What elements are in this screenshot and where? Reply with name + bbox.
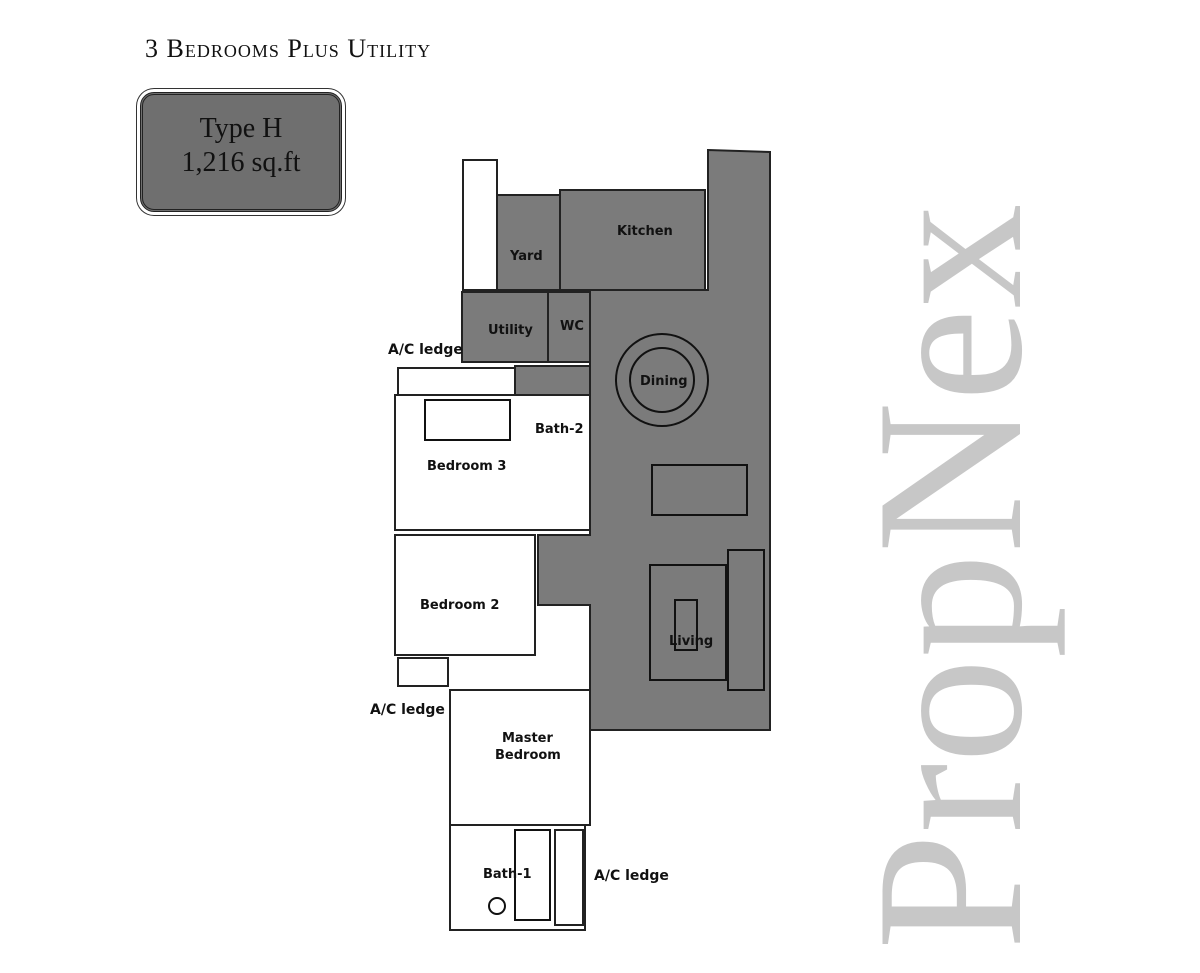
label-bedroom3: Bedroom 3	[427, 459, 506, 474]
bathtub	[514, 829, 551, 921]
label-ac-ledge-top: A/C ledge	[388, 342, 463, 358]
unit-type-badge: Type H 1,216 sq.ft	[140, 92, 342, 212]
label-yard: Yard	[509, 249, 543, 264]
side-table	[651, 464, 748, 516]
ac-ledge-top	[397, 367, 516, 396]
label-bedroom2: Bedroom 2	[420, 598, 499, 613]
white-rooms	[394, 159, 591, 931]
label-living: Living	[669, 634, 713, 649]
kitchen-area	[559, 189, 706, 291]
label-wc: WC	[560, 319, 584, 334]
dining-chairs-ring	[615, 333, 709, 427]
watermark: PropNex	[834, 203, 1066, 950]
toilet-bath1	[488, 897, 506, 915]
ac-ledge-mid	[397, 657, 449, 687]
living-rug	[649, 564, 727, 681]
unit-type: Type H	[199, 113, 283, 144]
label-utility: Utility	[488, 323, 533, 338]
bed-bedroom3	[424, 399, 511, 441]
ac-ledge-bottom	[554, 829, 584, 926]
bedroom2-room	[394, 534, 536, 656]
bay-window	[462, 159, 498, 291]
wc-area	[547, 291, 591, 363]
page-title: 3 Bedrooms Plus Utility	[145, 34, 432, 63]
label-bath1: Bath-1	[483, 867, 532, 882]
utility-area	[461, 291, 549, 363]
coffee-table	[674, 599, 698, 651]
label-kitchen: Kitchen	[617, 224, 673, 239]
label-dining: Dining	[640, 374, 688, 389]
bedroom3-room	[394, 394, 591, 531]
label-ac-ledge-bottom: A/C ledge	[594, 868, 669, 884]
shaded-areas	[461, 148, 771, 731]
label-master-2: Bedroom	[495, 748, 561, 763]
unit-area: 1,216 sq.ft	[181, 147, 301, 178]
label-master-1: Master	[502, 731, 553, 746]
label-bath2: Bath-2	[535, 422, 584, 437]
dining-table	[629, 347, 695, 413]
sofa	[727, 549, 765, 691]
furniture	[424, 333, 765, 921]
label-ac-ledge-mid: A/C ledge	[370, 702, 445, 718]
yard-area	[496, 194, 561, 291]
